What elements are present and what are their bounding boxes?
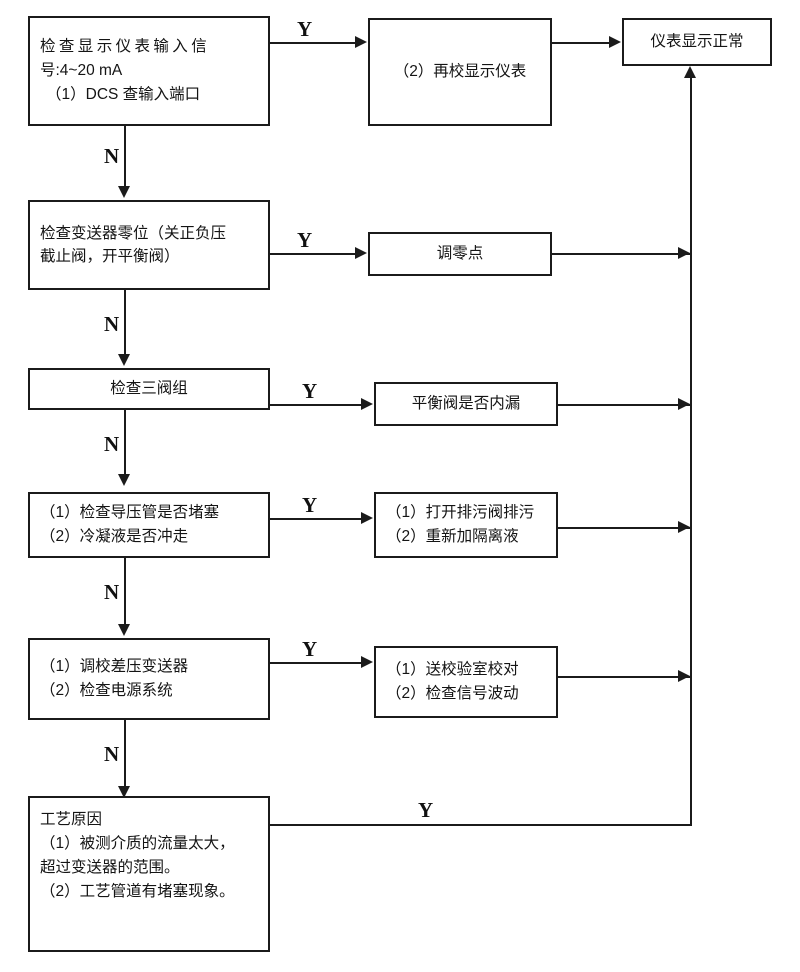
node-line: 检查三阀组 <box>110 379 188 397</box>
node-process-reason[interactable]: 工艺原因 （1）被测介质的流量太大， 超过变送器的范围。 （2）工艺管道有堵塞现… <box>28 796 270 952</box>
edge-label-y4: Y <box>302 493 318 517</box>
node-line: 仪表显示正常 <box>650 32 744 50</box>
node-check-display-input[interactable]: 检查显示仪表输入信 号:4~20 mA （1）DCS 查输入端口 <box>28 16 270 126</box>
edge-label-n4: N <box>104 580 120 604</box>
node-line: 号:4~20 mA <box>40 61 123 79</box>
arrow-head-icon <box>355 247 367 259</box>
node-line: 检查显示仪表输入信 <box>40 37 211 55</box>
arrow-head-icon <box>678 247 690 259</box>
node-line: 截止阀，开平衡阀） <box>40 248 180 265</box>
node-line: （2）检查电源系统 <box>40 682 173 699</box>
return-riser-line <box>690 78 692 826</box>
arrow-head-icon <box>678 670 690 682</box>
node-send-to-lab[interactable]: （1）送校验室校对 （2）检查信号波动 <box>374 646 558 718</box>
node-recalibrate-display[interactable]: （2）再校显示仪表 <box>368 18 552 126</box>
edge-label-n3: N <box>104 432 120 456</box>
node-check-zero[interactable]: 检查变送器零位（关正负压 截止阀，开平衡阀） <box>28 200 270 290</box>
arrow-head-icon <box>609 36 621 48</box>
arrow-head-icon <box>361 656 373 668</box>
edge-check-manifold-to-balance-valve <box>270 404 362 406</box>
node-line: （2）再校显示仪表 <box>393 62 527 80</box>
node-balance-valve-leak[interactable]: 平衡阀是否内漏 <box>374 382 558 426</box>
node-line: 调零点 <box>436 244 484 262</box>
arrow-head-icon <box>684 66 696 78</box>
edge-calibrate-to-send-lab <box>270 662 362 664</box>
node-line: （1）送校验室校对 <box>386 660 519 678</box>
edge-label-y6: Y <box>418 798 434 822</box>
edge-label-y1: Y <box>297 17 313 41</box>
edge-process-reason-to-return <box>270 824 692 826</box>
node-open-blowdown[interactable]: （1）打开排污阀排污 （2）重新加隔离液 <box>374 492 558 558</box>
edge-label-n2: N <box>104 312 120 336</box>
edge-balance-valve-to-return <box>558 404 692 406</box>
arrow-head-icon <box>361 512 373 524</box>
node-line: （2）重新加隔离液 <box>386 528 519 545</box>
edge-check-display-to-recalibrate <box>270 42 356 44</box>
edge-check-manifold-to-impulse-line <box>124 410 126 476</box>
edge-check-zero-to-adjust-zero <box>270 253 356 255</box>
node-line: （1）检查导压管是否堵塞 <box>40 503 220 521</box>
arrow-head-icon <box>118 354 130 366</box>
arrow-head-icon <box>118 474 130 486</box>
edge-label-n1: N <box>104 144 120 168</box>
node-line: （1）打开排污阀排污 <box>386 503 535 521</box>
edge-impulse-line-to-blowdown <box>270 518 362 520</box>
node-line: （1）DCS 查输入端口 <box>46 86 201 103</box>
arrow-head-icon <box>118 624 130 636</box>
node-display-normal[interactable]: 仪表显示正常 <box>622 18 772 66</box>
edge-label-y5: Y <box>302 637 318 661</box>
node-line: 检查变送器零位（关正负压 <box>40 224 227 242</box>
arrow-head-icon <box>355 36 367 48</box>
node-line: （2）检查信号波动 <box>386 685 519 702</box>
edge-impulse-line-to-calibrate <box>124 558 126 626</box>
edge-label-y3: Y <box>302 379 318 403</box>
arrow-head-icon <box>361 398 373 410</box>
edge-label-y2: Y <box>297 228 313 252</box>
node-line: （1）调校差压变送器 <box>40 657 189 675</box>
arrow-head-icon <box>118 786 130 798</box>
arrow-head-icon <box>678 398 690 410</box>
node-line: 平衡阀是否内漏 <box>411 394 521 412</box>
node-line: 超过变送器的范围。 <box>40 859 180 877</box>
arrow-head-icon <box>678 521 690 533</box>
edge-check-zero-to-check-manifold <box>124 290 126 356</box>
node-check-manifold[interactable]: 检查三阀组 <box>28 368 270 410</box>
node-check-impulse-line[interactable]: （1）检查导压管是否堵塞 （2）冷凝液是否冲走 <box>28 492 270 558</box>
node-calibrate-dp[interactable]: （1）调校差压变送器 （2）检查电源系统 <box>28 638 270 720</box>
arrow-head-icon <box>118 186 130 198</box>
node-line: 工艺原因 <box>40 811 103 828</box>
node-adjust-zero[interactable]: 调零点 <box>368 232 552 276</box>
edge-check-display-to-check-zero <box>124 126 126 190</box>
node-line: （1）被测介质的流量太大， <box>40 835 235 853</box>
edge-label-n5: N <box>104 742 120 766</box>
node-line: （2）冷凝液是否冲走 <box>40 528 189 545</box>
edge-send-lab-to-return <box>558 676 692 678</box>
edge-calibrate-to-process-reason <box>124 720 126 788</box>
edge-recalibrate-to-normal <box>552 42 610 44</box>
edge-adjust-zero-to-return <box>552 253 692 255</box>
edge-blowdown-to-return <box>558 527 692 529</box>
node-line: （2）工艺管道有堵塞现象。 <box>40 883 235 901</box>
